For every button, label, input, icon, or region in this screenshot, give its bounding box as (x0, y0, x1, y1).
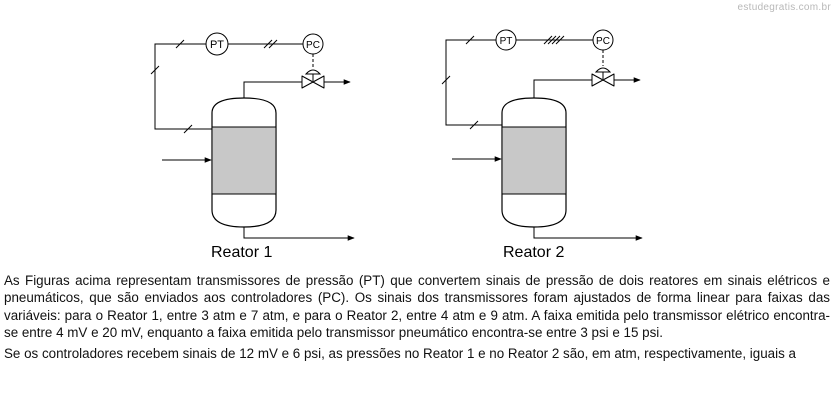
reactor-2-controller-label: PC (596, 36, 610, 47)
reactor-2-transmitter-circle (495, 29, 517, 51)
reactor-1-electric-mark (175, 39, 185, 49)
reactor-1-electric-mark (268, 39, 278, 49)
question-text: As Figuras acima representam transmissor… (4, 272, 830, 366)
reactor-2-top-pipe (533, 79, 592, 98)
question-paragraph-1: As Figuras acima representam transmissor… (4, 273, 830, 340)
reactor-2-valve-actuator (594, 67, 612, 73)
reactor-1-electric-mark (150, 65, 160, 75)
reactor-1-electric-mark (263, 39, 273, 49)
reactor-1-electric-mark (183, 124, 193, 134)
reactor-1-liquid (211, 126, 277, 195)
reactor-2-pneumatic-mark (551, 35, 561, 45)
reactor-2-signal-line (445, 39, 502, 126)
reactor-2-valve (591, 73, 615, 87)
reactor-1-transmitter-circle (205, 32, 229, 56)
reactor-2-electric-mark (465, 35, 475, 45)
reactor-2-pneumatic-mark (547, 35, 557, 45)
watermark: estudegratis.com.br (737, 2, 831, 13)
reactor-1-group: PT PC Reator 1 (150, 32, 355, 261)
reactor-1-outlet-arrow (243, 227, 355, 241)
question-paragraph-2: Se os controladores recebem sinais de 12… (4, 346, 796, 362)
reactor-1-label: Reator 1 (211, 244, 272, 261)
reactor-2-electric-mark (441, 75, 451, 85)
reactor-1-valve (301, 75, 325, 89)
reactor-diagram: PT PC Reator 1 PT (150, 29, 643, 261)
reactor-2-pneumatic-mark (543, 35, 553, 45)
reactor-1-valve-actuator (304, 69, 322, 75)
reactor-1-transmitter-label: PT (210, 39, 224, 51)
reactor-2-outlet-arrow (533, 227, 643, 241)
reactor-2-group: PT PC Reator 2 (441, 29, 643, 261)
reactor-2-transmitter-label: PT (500, 36, 513, 47)
reactor-1-signal-line (154, 43, 214, 130)
reactor-2-label: Reator 2 (503, 244, 564, 261)
reactor-2-liquid (501, 126, 567, 195)
reactor-1-controller-label: PC (306, 40, 320, 51)
reactor-1-top-pipe (243, 81, 302, 98)
reactor-2-pneumatic-mark (555, 35, 565, 45)
reactor-2-electric-mark (469, 120, 479, 130)
